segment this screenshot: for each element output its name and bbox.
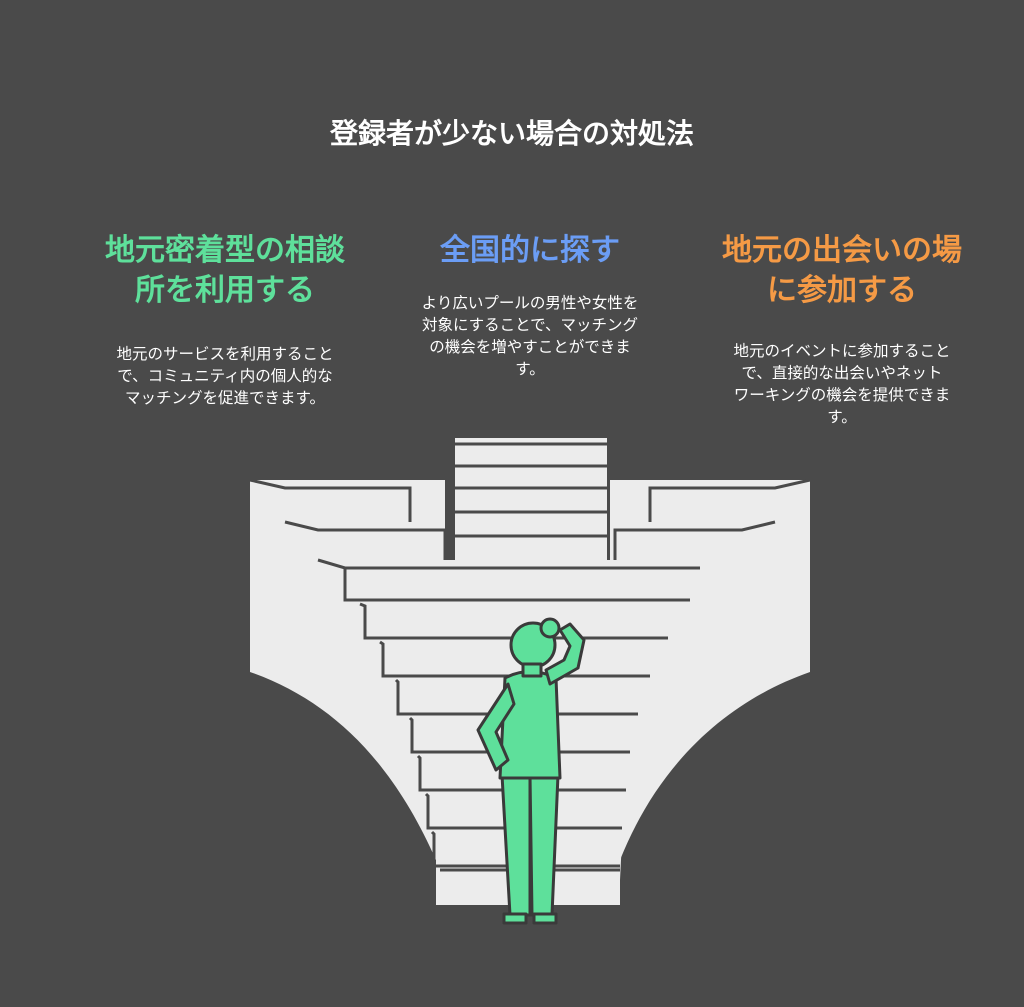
description-line: 地元のサービスを利用すること	[116, 345, 334, 363]
person-left-arm	[476, 682, 516, 772]
option-nationwide-description: より広いプールの男性や女性を 対象にすることで、マッチング の機会を増やすことが…	[380, 292, 680, 380]
person-right-foot	[532, 912, 558, 925]
description-line: マッチングを促進できます。	[125, 389, 325, 407]
description-line: の機会を増やすことができま	[429, 338, 631, 356]
description-line: で、コミュニティ内の個人的な	[117, 367, 333, 385]
left-upper-step	[250, 480, 410, 520]
heading-line: 全国的に探す	[440, 233, 620, 268]
option-local-agency: 地元密着型の相談 所を利用する 地元のサービスを利用すること で、コミュニティ内…	[80, 231, 370, 409]
top-center-block	[455, 438, 607, 560]
person-right-leg	[528, 773, 560, 917]
heading-line: 地元密着型の相談	[105, 233, 345, 268]
person-hand	[539, 617, 561, 639]
option-local-events-description: 地元のイベントに参加すること で、直接的な出会いやネット ワーキングの機会を提供…	[697, 340, 987, 428]
heading-line: 地元の出会いの場	[722, 233, 962, 268]
page-title: 登録者が少ない場合の対処法	[329, 117, 694, 150]
heading-line: 所を利用する	[135, 273, 315, 308]
option-nationwide: 全国的に探す より広いプールの男性や女性を 対象にすることで、マッチング の機会…	[380, 231, 680, 380]
person-scratching-head-icon	[476, 617, 586, 925]
option-local-events: 地元の出会いの場 に参加する 地元のイベントに参加すること で、直接的な出会いや…	[697, 231, 987, 428]
description-line: 地元のイベントに参加すること	[733, 342, 951, 360]
description-line: す。	[827, 408, 857, 426]
option-local-agency-description: 地元のサービスを利用すること で、コミュニティ内の個人的な マッチングを促進でき…	[80, 343, 370, 409]
person-neck	[521, 662, 543, 678]
description-line: す。	[515, 360, 545, 378]
description-line: ワーキングの機会を提供できま	[733, 386, 951, 404]
description-line: で、直接的な出会いやネット	[741, 364, 943, 382]
right-upper-step	[650, 480, 810, 520]
person-left-foot	[502, 912, 528, 925]
option-local-events-heading: 地元の出会いの場 に参加する	[697, 231, 987, 311]
description-line: 対象にすることで、マッチング	[421, 316, 639, 334]
option-nationwide-heading: 全国的に探す	[380, 231, 680, 271]
option-local-agency-heading: 地元密着型の相談 所を利用する	[80, 231, 370, 311]
description-line: より広いプールの男性や女性を	[421, 294, 639, 312]
heading-line: に参加する	[767, 273, 917, 308]
